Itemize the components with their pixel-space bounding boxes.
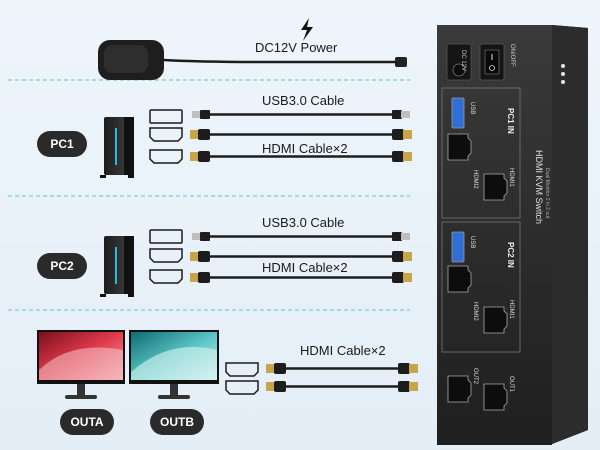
pc2-usb-cable-label: USB3.0 Cable xyxy=(262,215,345,230)
hdmi-port-icon xyxy=(483,383,508,411)
out1-hdmi-cable-icon xyxy=(266,363,418,374)
status-led-icon xyxy=(561,72,565,76)
pc1-hdmi-cable-icon xyxy=(190,129,412,140)
pc2-hdmi-cable-icon xyxy=(190,251,412,262)
hdmi-port-icon xyxy=(483,306,508,334)
pc2-hdmi-cable-icon xyxy=(190,272,412,283)
usb-port-outline-icon xyxy=(149,229,183,244)
status-led-icon xyxy=(561,80,565,84)
device-usb-label: USB xyxy=(469,102,475,114)
outa-badge: OUTA xyxy=(60,409,114,435)
hdmi-port-icon xyxy=(447,375,472,403)
device-out1-label: OUT1 xyxy=(508,376,514,393)
hdmi-port-outline-icon xyxy=(225,362,259,377)
pc1-hdmi-cable-label: HDMI Cable×2 xyxy=(262,141,348,156)
device-hdmi1-label: HDMI1 xyxy=(508,168,514,187)
device-pc1-in-label: PC1 IN xyxy=(506,108,515,134)
power-cable-label: DC12V Power xyxy=(255,40,338,55)
pc1-usb-cable-label: USB3.0 Cable xyxy=(262,93,345,108)
pc1-usb-cable-icon xyxy=(192,110,410,119)
pc2-tower-icon xyxy=(100,236,134,297)
kvm-switch-device: DC 12V ON/OFF PC1 IN PC2 IN USB USB HDMI… xyxy=(437,25,588,445)
pc2-badge: PC2 xyxy=(37,253,87,279)
section-dividers xyxy=(8,79,410,311)
pc1-hdmi-cable-icon xyxy=(190,151,412,162)
monitor-a-icon xyxy=(37,330,125,399)
device-out2-label: OUT2 xyxy=(472,368,478,385)
device-switch-label: ON/OFF xyxy=(509,44,515,67)
hdmi-port-icon xyxy=(447,133,472,161)
power-adapter-icon xyxy=(98,40,407,80)
output-hdmi-cable-label: HDMI Cable×2 xyxy=(300,343,386,358)
hdmi-port-outline-icon xyxy=(149,127,183,142)
pc2-usb-cable-icon xyxy=(192,232,410,241)
pc2-port-outlines xyxy=(149,229,183,284)
hdmi-port-icon xyxy=(483,173,508,201)
device-hdmi1-label: HDMI1 xyxy=(508,300,514,319)
pc1-tower-icon xyxy=(100,117,134,178)
usb-port-outline-icon xyxy=(149,109,183,124)
lightning-icon xyxy=(301,18,313,41)
pc1-badge: PC1 xyxy=(37,131,87,157)
hdmi-port-outline-icon xyxy=(149,248,183,263)
device-dc-label: DC 12V xyxy=(460,50,466,71)
usb-port-icon xyxy=(451,231,465,263)
hdmi-port-outline-icon xyxy=(149,269,183,284)
dc-jack-icon xyxy=(452,63,466,77)
outb-badge: OUTB xyxy=(150,409,204,435)
pc1-port-outlines xyxy=(149,109,183,164)
device-hdmi2-label: HDMI2 xyxy=(472,170,478,189)
power-switch-icon xyxy=(484,49,500,75)
device-subtitle-label: Dual Monitor 2 in 2 out xyxy=(544,168,550,219)
hdmi-port-outline-icon xyxy=(149,149,183,164)
device-pc2-in-label: PC2 IN xyxy=(506,242,515,268)
monitor-b-icon xyxy=(129,330,219,399)
usb-port-icon xyxy=(451,97,465,129)
hdmi-port-icon xyxy=(447,265,472,293)
hdmi-port-outline-icon xyxy=(225,380,259,395)
out2-hdmi-cable-icon xyxy=(266,381,418,392)
device-hdmi2-label: HDMI2 xyxy=(472,302,478,321)
device-model-label: HDMI KVM Switch xyxy=(534,150,544,224)
status-led-icon xyxy=(561,64,565,68)
device-usb-label: USB xyxy=(469,236,475,248)
pc2-hdmi-cable-label: HDMI Cable×2 xyxy=(262,260,348,275)
output-port-outlines xyxy=(225,362,259,395)
